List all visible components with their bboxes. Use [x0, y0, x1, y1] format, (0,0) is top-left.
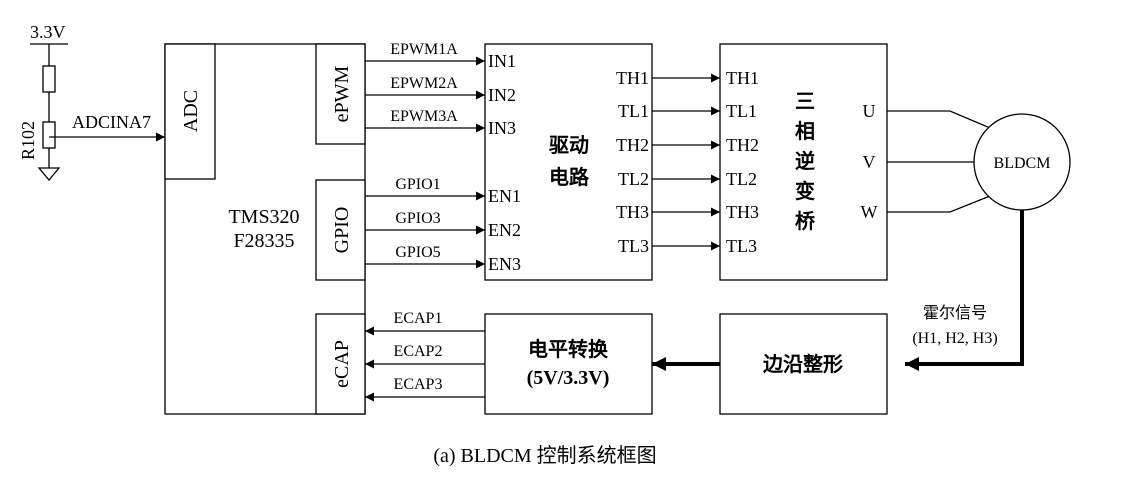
resistor-label: R102	[18, 121, 38, 160]
phase-label: V	[863, 152, 876, 172]
phase-w-wire	[887, 195, 991, 213]
inverter-block: TH1 TL1 TH2 TL2 TH3 TL3 三 相 逆 变 桥 U V W	[719, 43, 888, 281]
inverter-input-label: TH2	[726, 135, 759, 155]
driver-input-label: EN2	[488, 220, 521, 240]
gpio-signal-label: GPIO1	[395, 176, 440, 193]
ecap-signal-label: ECAP2	[394, 343, 443, 360]
inverter-title-char: 桥	[795, 210, 816, 233]
driver-block: IN1 IN2 IN3 EN1 EN2 EN3 TH1 TL1 TH2 TL2 …	[484, 43, 653, 281]
gpio-signal-label: GPIO3	[395, 210, 440, 227]
supply-label: 3.3V	[30, 22, 66, 42]
inverter-title-char: 三	[795, 91, 815, 113]
hall-label-line2: (H1, H2, H3)	[912, 330, 997, 347]
inverter-outline	[719, 43, 888, 281]
driver-output-label: TH1	[616, 68, 649, 88]
hall-signal-arrow	[905, 210, 1024, 371]
pwm-signal-label: EPWM3A	[390, 108, 458, 125]
level-shift-block: 电平转换 (5V/3.3V)	[484, 313, 653, 415]
inverter-title-char: 变	[795, 179, 815, 203]
resistor-top	[42, 65, 56, 93]
phase-label: W	[861, 202, 878, 222]
level-shift-outline	[484, 313, 653, 415]
ground-icon	[37, 167, 61, 182]
adc-signal-label: ADCINA7	[72, 112, 151, 132]
driver-title-line1: 驱动	[549, 134, 589, 157]
inverter-input-label: TL1	[726, 101, 757, 121]
figure-caption: (a) BLDCM 控制系统框图	[433, 444, 656, 467]
driver-output-label: TH2	[616, 135, 649, 155]
inverter-input-label: TL3	[726, 236, 757, 256]
driver-input-label: IN1	[488, 51, 516, 71]
adc-label: ADC	[180, 90, 202, 132]
edge-shaping-block: 边沿整形	[719, 313, 888, 415]
adc-input-network: 3.3V R102 ADCINA7	[18, 22, 165, 182]
edge-shaping-outline	[719, 313, 888, 415]
hall-label-line1: 霍尔信号	[923, 304, 987, 322]
mcu-name-line2: F28335	[233, 230, 294, 252]
gpio-signal-lines: GPIO1 GPIO3 GPIO5	[365, 176, 485, 269]
adc-module	[164, 43, 216, 180]
bldc-motor: BLDCM	[973, 113, 1071, 211]
phase-wires	[887, 110, 991, 213]
ecap-signal-lines: ECAP1 ECAP2 ECAP3	[365, 310, 485, 402]
inverter-input-label: TH1	[726, 68, 759, 88]
gpio-label: GPIO	[331, 207, 353, 254]
resistor-r102	[42, 121, 56, 149]
driver-output-label: TL1	[618, 101, 649, 121]
level-shift-line2: (5V/3.3V)	[527, 367, 610, 389]
pwm-signal-lines: EPWM1A EPWM2A EPWM3A	[365, 41, 485, 133]
driver-output-label: TL2	[618, 169, 649, 189]
inverter-input-label: TH3	[726, 202, 759, 222]
driver-title-line2: 电路	[549, 165, 590, 189]
mcu-block: ADC ePWM GPIO eCAP TMS320 F28335	[164, 43, 366, 415]
pwm-signal-label: EPWM2A	[390, 75, 458, 92]
driver-input-label: EN3	[488, 254, 521, 274]
ecap-signal-label: ECAP3	[394, 376, 443, 393]
epwm-label: ePWM	[331, 65, 353, 122]
driver-output-label: TL3	[618, 236, 649, 256]
driver-output-label: TH3	[616, 202, 649, 222]
phase-u-wire	[887, 110, 991, 129]
driver-input-label: EN1	[488, 186, 521, 206]
inverter-title-char: 相	[795, 119, 815, 143]
edge-shaping-label: 边沿整形	[762, 352, 843, 376]
ecap-label: eCAP	[331, 340, 353, 388]
hall-feedback: 霍尔信号 (H1, H2, H3)	[905, 210, 1024, 371]
driver-input-label: IN3	[488, 118, 516, 138]
driver-input-label: IN2	[488, 85, 516, 105]
gate-signal-lines	[652, 73, 720, 251]
level-shift-line1: 电平转换	[528, 337, 609, 361]
ecap-signal-label: ECAP1	[394, 310, 443, 327]
pwm-signal-label: EPWM1A	[390, 41, 458, 58]
inverter-title-char: 逆	[795, 149, 815, 173]
mcu-name-line1: TMS320	[228, 206, 299, 228]
motor-label: BLDCM	[994, 155, 1051, 172]
epwm-module	[315, 43, 366, 145]
inverter-input-label: TL2	[726, 169, 757, 189]
gpio-signal-label: GPIO5	[395, 244, 440, 261]
driver-outline	[484, 43, 653, 281]
ecap-module	[315, 313, 366, 415]
phase-label: U	[863, 101, 876, 121]
